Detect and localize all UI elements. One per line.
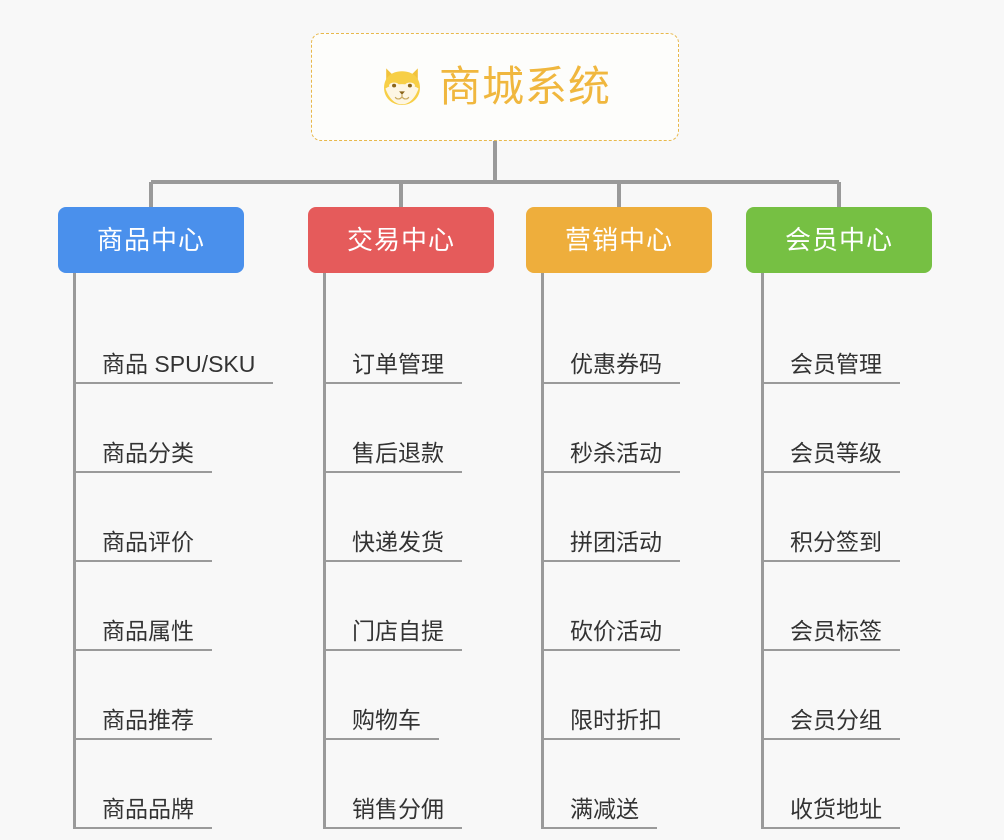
leaf-item-underline — [761, 382, 900, 384]
leaf-item-underline — [541, 827, 657, 829]
category-item-list: 商品 SPU/SKU 商品分类商品评价商品属性商品推荐商品品牌 — [58, 273, 273, 829]
leaf-item-label: 购物车 — [352, 706, 421, 733]
branch-column: 会员中心会员管理会员等级积分签到会员标签会员分组收货地址 — [746, 207, 932, 829]
category-box-2[interactable]: 交易中心 — [308, 207, 494, 273]
leaf-item[interactable]: 会员等级 — [746, 384, 932, 473]
leaf-item[interactable]: 满减送 — [526, 740, 712, 829]
leaf-item[interactable]: 售后退款 — [308, 384, 494, 473]
leaf-item-label: 会员等级 — [790, 439, 882, 466]
leaf-item[interactable]: 优惠券码 — [526, 295, 712, 384]
branch-rail — [323, 273, 326, 829]
root-title: 商城系统 — [438, 63, 611, 110]
leaf-item-label: 商品 SPU/SKU — [102, 350, 256, 377]
category-item-list: 会员管理会员等级积分签到会员标签会员分组收货地址 — [746, 273, 932, 829]
leaf-item[interactable]: 购物车 — [308, 651, 494, 740]
leaf-item-underline — [761, 827, 900, 829]
leaf-item-underline — [761, 560, 900, 562]
leaf-item[interactable]: 会员标签 — [746, 562, 932, 651]
leaf-item-label: 快递发货 — [352, 528, 444, 555]
category-box-4[interactable]: 会员中心 — [746, 207, 932, 273]
leaf-item[interactable]: 会员管理 — [746, 295, 932, 384]
leaf-item-underline — [323, 560, 462, 562]
category-label: 营销中心 — [564, 225, 673, 255]
leaf-item-label: 会员分组 — [790, 706, 882, 733]
root-node[interactable]: 商城系统 — [311, 33, 679, 141]
branch-rail — [541, 273, 544, 829]
leaf-item-label: 砍价活动 — [570, 617, 662, 644]
category-box-1[interactable]: 商品中心 — [58, 207, 244, 273]
branch-column: 交易中心订单管理售后退款快递发货门店自提购物车销售分佣 — [308, 207, 494, 829]
leaf-item[interactable]: 收货地址 — [746, 740, 932, 829]
leaf-item[interactable]: 积分签到 — [746, 473, 932, 562]
category-item-list: 优惠券码秒杀活动拼团活动砍价活动限时折扣满减送 — [526, 273, 712, 829]
leaf-item-underline — [541, 471, 680, 473]
leaf-item-underline — [761, 649, 900, 651]
leaf-item-underline — [761, 471, 900, 473]
leaf-item-label: 商品评价 — [102, 528, 194, 555]
leaf-item-underline — [761, 738, 900, 740]
leaf-item[interactable]: 拼团活动 — [526, 473, 712, 562]
leaf-item[interactable]: 商品 SPU/SKU — [58, 295, 273, 384]
leaf-item-label: 限时折扣 — [570, 706, 662, 733]
leaf-item-label: 门店自提 — [352, 617, 444, 644]
leaf-item-underline — [73, 649, 212, 651]
leaf-item-label: 商品属性 — [102, 617, 194, 644]
leaf-item-label: 商品推荐 — [102, 706, 194, 733]
leaf-item[interactable]: 门店自提 — [308, 562, 494, 651]
leaf-item-underline — [541, 649, 680, 651]
shiba-dog-emoji — [379, 64, 425, 110]
branch-rail — [73, 273, 76, 829]
leaf-item-underline — [323, 471, 462, 473]
category-label: 商品中心 — [96, 225, 205, 255]
leaf-item-label: 积分签到 — [790, 528, 882, 555]
leaf-item-label: 满减送 — [570, 795, 639, 822]
leaf-item-label: 商品品牌 — [102, 795, 194, 822]
leaf-item-underline — [541, 560, 680, 562]
branch-column: 商品中心商品 SPU/SKU 商品分类商品评价商品属性商品推荐商品品牌 — [58, 207, 273, 829]
leaf-item-label: 拼团活动 — [570, 528, 662, 555]
leaf-item-label: 订单管理 — [352, 350, 444, 377]
leaf-item-underline — [541, 738, 680, 740]
leaf-item[interactable]: 商品推荐 — [58, 651, 244, 740]
leaf-item-label: 售后退款 — [352, 439, 444, 466]
category-label: 交易中心 — [346, 225, 455, 255]
leaf-item[interactable]: 秒杀活动 — [526, 384, 712, 473]
leaf-item[interactable]: 商品评价 — [58, 473, 244, 562]
leaf-item-underline — [73, 471, 212, 473]
leaf-item-underline — [323, 738, 439, 740]
leaf-item[interactable]: 订单管理 — [308, 295, 494, 384]
leaf-item[interactable]: 商品属性 — [58, 562, 244, 651]
category-box-3[interactable]: 营销中心 — [526, 207, 712, 273]
leaf-item-label: 会员标签 — [790, 617, 882, 644]
leaf-item-label: 商品分类 — [102, 439, 194, 466]
leaf-item[interactable]: 销售分佣 — [308, 740, 494, 829]
leaf-item[interactable]: 快递发货 — [308, 473, 494, 562]
leaf-item-underline — [73, 738, 212, 740]
leaf-item-underline — [73, 827, 212, 829]
branch-column: 营销中心优惠券码秒杀活动拼团活动砍价活动限时折扣满减送 — [526, 207, 712, 829]
leaf-item-underline — [323, 382, 462, 384]
leaf-item[interactable]: 会员分组 — [746, 651, 932, 740]
leaf-item-underline — [323, 649, 462, 651]
leaf-item-label: 秒杀活动 — [570, 439, 662, 466]
category-item-list: 订单管理售后退款快递发货门店自提购物车销售分佣 — [308, 273, 494, 829]
leaf-item[interactable]: 商品品牌 — [58, 740, 244, 829]
leaf-item-underline — [541, 382, 680, 384]
leaf-item-label: 收货地址 — [790, 795, 882, 822]
leaf-item-label: 销售分佣 — [352, 795, 444, 822]
branch-rail — [761, 273, 764, 829]
leaf-item-label: 优惠券码 — [570, 350, 662, 377]
leaf-item[interactable]: 砍价活动 — [526, 562, 712, 651]
leaf-item[interactable]: 限时折扣 — [526, 651, 712, 740]
leaf-item-underline — [323, 827, 462, 829]
leaf-item-underline — [73, 560, 212, 562]
leaf-item[interactable]: 商品分类 — [58, 384, 244, 473]
leaf-item-label: 会员管理 — [790, 350, 882, 377]
category-label: 会员中心 — [784, 225, 893, 255]
leaf-item-underline — [73, 382, 273, 384]
